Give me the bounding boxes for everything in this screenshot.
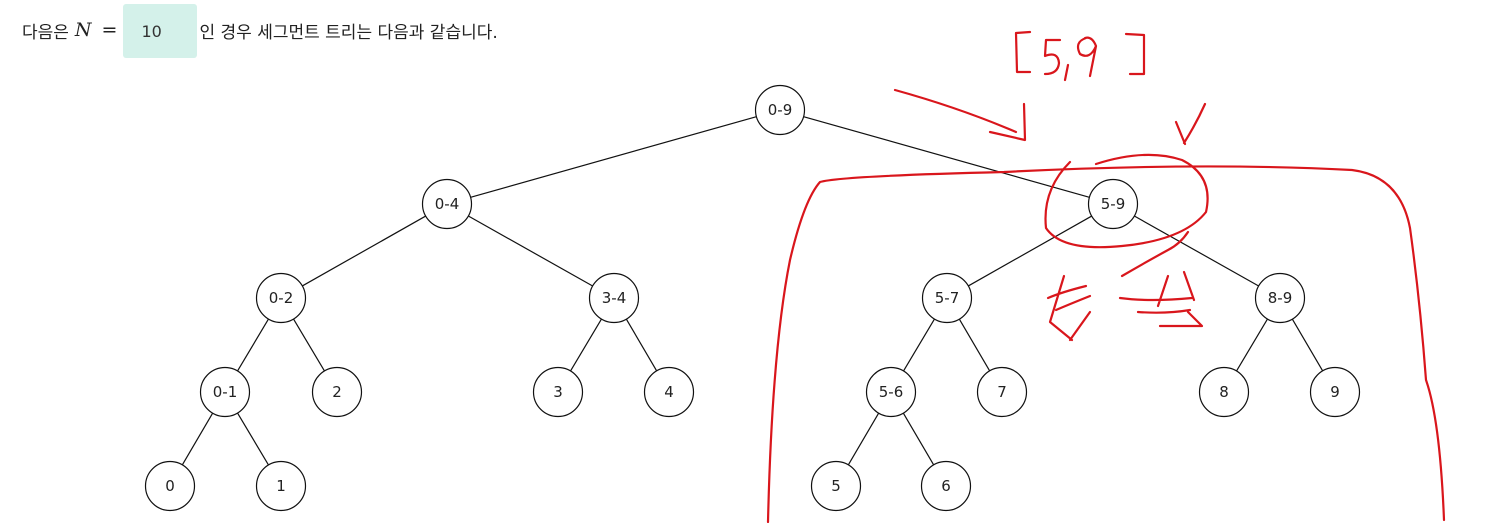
tree-node-0-4: 0-4 [421,178,473,230]
handwritten-range-text [1014,30,1146,82]
arrow-left-icon [893,88,1027,142]
tree-node-2: 2 [311,366,363,418]
tree-edge-3-4-to-3 [570,318,602,372]
tree-nodes: 0-9 0-4 5-9 0-2 3-4 5-7 8-9 0-1 2 3 4 5-6 7 8 9 0 1 5 6 [144,84,1361,512]
tree-node-0-2: 0-2 [255,272,307,324]
variable-n: N [74,19,92,41]
tree-node-label: 3-4 [602,289,627,307]
tree-edge-5-9-to-5-7 [968,215,1092,287]
tree-node-circle [255,460,307,512]
tree-node-circle [976,366,1028,418]
tree-node-label: 0 [165,477,175,495]
equals-sign: = [101,19,118,41]
tree-edge-0-1-to-0 [181,412,214,466]
tree-node-5-7: 5-7 [921,272,973,324]
tree-node-circle [311,366,363,418]
n-value-input[interactable]: 10 [123,4,198,58]
tree-node-circle [1198,366,1250,418]
tree-node-label: 0-1 [213,383,238,401]
tree-node-circle [865,366,917,418]
tree-node-1: 1 [255,460,307,512]
tree-node-0: 0 [144,460,196,512]
tree-node-label: 2 [332,383,342,401]
tree-node-label: 8 [1219,383,1229,401]
tree-node-5-6: 5-6 [865,366,917,418]
tree-node-circle [421,178,473,230]
tree-node-0-1: 0-1 [199,366,251,418]
tree-edge-0-9-to-0-4 [470,116,757,198]
tree-node-circle [643,366,695,418]
tree-edge-0-4-to-3-4 [468,215,593,287]
statement-suffix: 인 경우 세그먼트 트리는 다음과 같습니다. [199,22,498,43]
tree-node-label: 0-4 [435,195,460,213]
tree-edge-5-7-to-7 [958,318,991,372]
tree-node-circle [532,366,584,418]
tree-edge-8-9-to-9 [1291,318,1324,372]
tree-edge-3-4-to-4 [625,318,658,372]
cross-mark-right [1118,270,1204,328]
tree-node-label: 6 [941,477,951,495]
tree-edge-5-6-to-6 [902,412,935,466]
tree-node-circle [255,272,307,324]
tree-node-label: 9 [1330,383,1340,401]
stray-stroke [1120,230,1190,278]
tree-node-label: 5-6 [879,383,904,401]
tree-node-circle [144,460,196,512]
tree-node-label: 5 [831,477,841,495]
tree-node-circle [199,366,251,418]
cross-mark-left [1046,274,1092,342]
tree-node-label: 0-2 [269,289,294,307]
tree-node-label: 8-9 [1268,289,1293,307]
tree-node-0-9: 0-9 [754,84,806,136]
tree-node-circle [810,460,862,512]
tree-edges [181,116,1324,466]
tree-edge-0-9-to-5-9 [803,116,1090,198]
tree-node-label: 7 [997,383,1007,401]
arrow-down-icon [1174,102,1207,146]
tree-node-circle [1087,178,1139,230]
tree-edge-5-6-to-5 [847,412,880,466]
tree-node-circle [920,460,972,512]
problem-statement: 다음은 N = 10 인 경우 세그먼트 트리는 다음과 같습니다. [22,4,498,58]
tree-node-8-9: 8-9 [1254,272,1306,324]
tree-edge-0-2-to-0-1 [237,318,269,372]
tree-node-9: 9 [1309,366,1361,418]
tree-node-circle [1254,272,1306,324]
tree-node-8: 8 [1198,366,1250,418]
tree-node-circle [921,272,973,324]
handwritten-annotation [766,30,1446,523]
tree-node-label: 5-7 [935,289,960,307]
tree-node-circle [754,84,806,136]
tree-edge-0-2-to-2 [293,318,325,372]
tree-node-7: 7 [976,366,1028,418]
tree-edge-0-1-to-1 [237,412,269,466]
tree-node-circle [588,272,640,324]
tree-node-label: 0-9 [768,101,793,119]
statement-prefix: 다음은 [22,22,69,43]
tree-node-label: 5-9 [1101,195,1126,213]
tree-node-circle [1309,366,1361,418]
tree-node-5: 5 [810,460,862,512]
tree-node-label: 4 [664,383,674,401]
subtree-bracket [766,165,1446,523]
tree-node-label: 1 [276,477,286,495]
tree-node-label: 3 [553,383,563,401]
tree-edge-0-4-to-0-2 [302,215,426,287]
tree-node-6: 6 [920,460,972,512]
tree-node-3-4: 3-4 [588,272,640,324]
tree-edge-5-9-to-8-9 [1134,215,1259,287]
tree-edge-5-7-to-5-6 [903,318,935,372]
tree-node-5-9: 5-9 [1087,178,1139,230]
tree-node-4: 4 [643,366,695,418]
tree-edge-8-9-to-8 [1236,318,1268,372]
tree-node-3: 3 [532,366,584,418]
node-highlight-circle [1044,153,1209,249]
